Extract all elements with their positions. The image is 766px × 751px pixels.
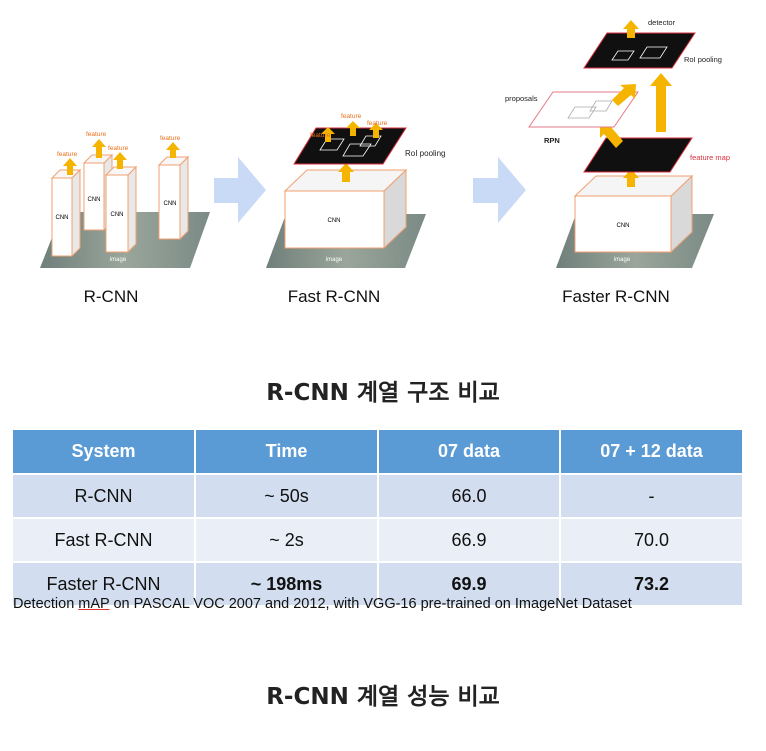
rcnn-feature-arrows — [63, 139, 180, 175]
up-arrow-icon — [338, 163, 354, 182]
footnote-suffix: on PASCAL VOC 2007 and 2012, with VGG-16… — [109, 596, 632, 612]
table-cell: Fast R-CNN — [13, 517, 196, 562]
table-cell: ~ 2s — [195, 517, 379, 562]
table-cell: ~ 198ms — [195, 561, 379, 605]
rcnn-cnn-box: CNN — [104, 165, 138, 254]
up-arrow-icon — [623, 169, 639, 187]
table-cell: ~ 50s — [195, 473, 379, 518]
rcnn-cnn-box: CNN — [50, 168, 82, 258]
faster-feature-map — [583, 137, 693, 173]
chevron-right-icon — [214, 157, 266, 223]
column-header: 07 + 12 data — [560, 430, 742, 474]
footnote-prefix: Detection — [13, 596, 79, 612]
performance-comparison-heading: R-CNN 계열 성능 비교 — [266, 684, 500, 710]
up-arrow-icon — [63, 158, 77, 175]
table-cell: 73.2 — [560, 561, 742, 605]
rcnn-cnn-label: CNN — [88, 197, 101, 203]
chevron-right-icon — [473, 157, 526, 223]
structure-comparison-heading: R-CNN 계열 구조 비교 — [266, 380, 500, 406]
rcnn-feature-label: feature — [108, 145, 129, 152]
table-cell: 66.9 — [378, 517, 561, 562]
table-row: Faster R-CNN ~ 198ms 69.9 73.2 — [13, 561, 742, 605]
up-arrow-icon — [321, 127, 335, 142]
performance-table: System Time 07 data 07 + 12 data R-CNN ~… — [13, 430, 742, 605]
proposals-label: proposals — [505, 94, 538, 103]
fast-feature-label: feature — [367, 120, 388, 127]
fast-cnn-label: CNN — [328, 218, 341, 224]
up-arrow-icon — [92, 139, 106, 158]
rcnn-cnn-label: CNN — [164, 201, 177, 207]
faster-rcnn-caption: Faster R-CNN — [562, 287, 670, 306]
up-arrow-icon — [166, 142, 180, 158]
fast-cnn-box — [284, 190, 385, 249]
table-row: R-CNN ~ 50s 66.0 - — [13, 473, 742, 518]
faster-roi-label: RoI pooling — [684, 55, 722, 64]
faster-image-label: image — [614, 257, 631, 263]
table-header-row: System Time 07 data 07 + 12 data — [13, 430, 742, 474]
footnote-map-term: mAP — [78, 596, 110, 612]
table-footnote: Detection mAP on PASCAL VOC 2007 and 201… — [13, 596, 632, 612]
table-cell: - — [560, 473, 742, 518]
rcnn-feature-label: feature — [86, 131, 107, 138]
table-row: Fast R-CNN ~ 2s 66.9 70.0 — [13, 517, 742, 562]
faster-rcnn-diagram: image CNN feature map RPN proposals RoI … — [505, 18, 730, 268]
rcnn-diagram: image CNN CNN CNN CNN — [40, 131, 210, 268]
fast-rcnn-diagram: image CNN feature feature feature RoI po… — [266, 113, 445, 268]
architecture-diagram: image CNN CNN CNN CNN — [40, 18, 730, 268]
rcnn-feature-label: feature — [160, 135, 181, 142]
rcnn-cnn-label: CNN — [111, 212, 124, 218]
faster-cnn-label: CNN — [617, 223, 630, 229]
table-cell: R-CNN — [13, 473, 196, 518]
fast-feature-label: feature — [341, 113, 362, 120]
fast-rcnn-caption: Fast R-CNN — [287, 287, 381, 306]
up-arrow-icon — [600, 122, 623, 148]
fast-feature-label: feature — [310, 132, 331, 139]
up-arrow-icon — [346, 121, 360, 136]
faster-cnn-box — [574, 195, 672, 253]
table-cell: Faster R-CNN — [13, 561, 196, 605]
fast-roi-label: RoI pooling — [405, 149, 445, 158]
detector-label: detector — [648, 18, 676, 27]
rpn-label: RPN — [544, 136, 560, 145]
up-arrow-icon — [612, 84, 636, 106]
rcnn-cnn-box: CNN — [157, 155, 190, 241]
column-header: Time — [195, 430, 379, 474]
up-arrow-icon — [369, 123, 383, 138]
table-cell: 69.9 — [378, 561, 561, 605]
table-cell: 66.0 — [378, 473, 561, 518]
table-cell: 70.0 — [560, 517, 742, 562]
column-header: System — [13, 430, 196, 474]
rcnn-image-label: image — [110, 257, 127, 263]
up-arrow-icon — [650, 73, 672, 132]
rcnn-feature-label: feature — [57, 151, 78, 158]
rcnn-caption: R-CNN — [83, 287, 139, 306]
rcnn-cnn-label: CNN — [56, 215, 69, 221]
up-arrow-icon — [113, 152, 127, 169]
faster-roi-map — [583, 32, 696, 69]
column-header: 07 data — [378, 430, 561, 474]
fast-image-label: image — [326, 257, 343, 263]
up-arrow-icon — [623, 20, 639, 38]
faster-feature-map-label: feature map — [690, 153, 730, 162]
